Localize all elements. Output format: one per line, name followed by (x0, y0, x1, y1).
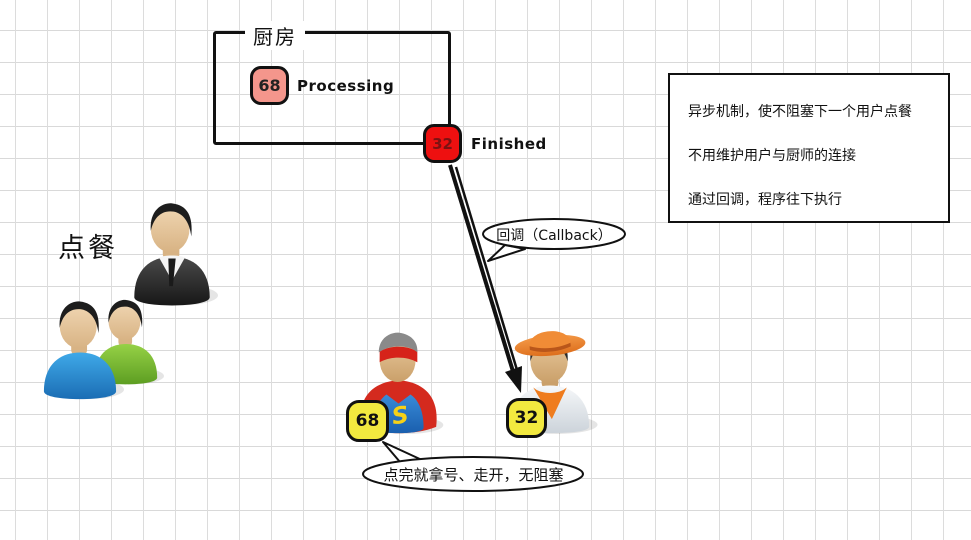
finished-count-badge: 32 (423, 124, 462, 163)
superhero-ticket-badge: 68 (346, 400, 389, 442)
customer-blue-icon (36, 296, 124, 402)
note-line-1: 异步机制，使不阻塞下一个用户点餐 (688, 104, 912, 120)
kitchen-box (213, 31, 451, 145)
processing-label: Processing (297, 76, 395, 95)
cowboy-ticket-badge: 32 (506, 398, 547, 438)
walkaway-bubble-text: 点完就拿号、走开，无阻塞 (383, 465, 564, 484)
finished-label: Finished (471, 134, 547, 153)
superhero-chest-letter: S (390, 401, 410, 430)
businessman-icon (126, 198, 218, 308)
kitchen-title: 厨房 (245, 21, 305, 50)
processing-count-badge: 68 (250, 66, 289, 105)
order-label: 点餐 (58, 233, 118, 264)
note-line-3: 通过回调，程序往下执行 (688, 192, 842, 208)
note-line-2: 不用维护用户与厨师的连接 (688, 148, 856, 164)
notes-box: 异步机制，使不阻塞下一个用户点餐 不用维护用户与厨师的连接 通过回调，程序往下执… (668, 73, 950, 223)
callback-bubble-text: 回调（Callback） (496, 227, 612, 244)
